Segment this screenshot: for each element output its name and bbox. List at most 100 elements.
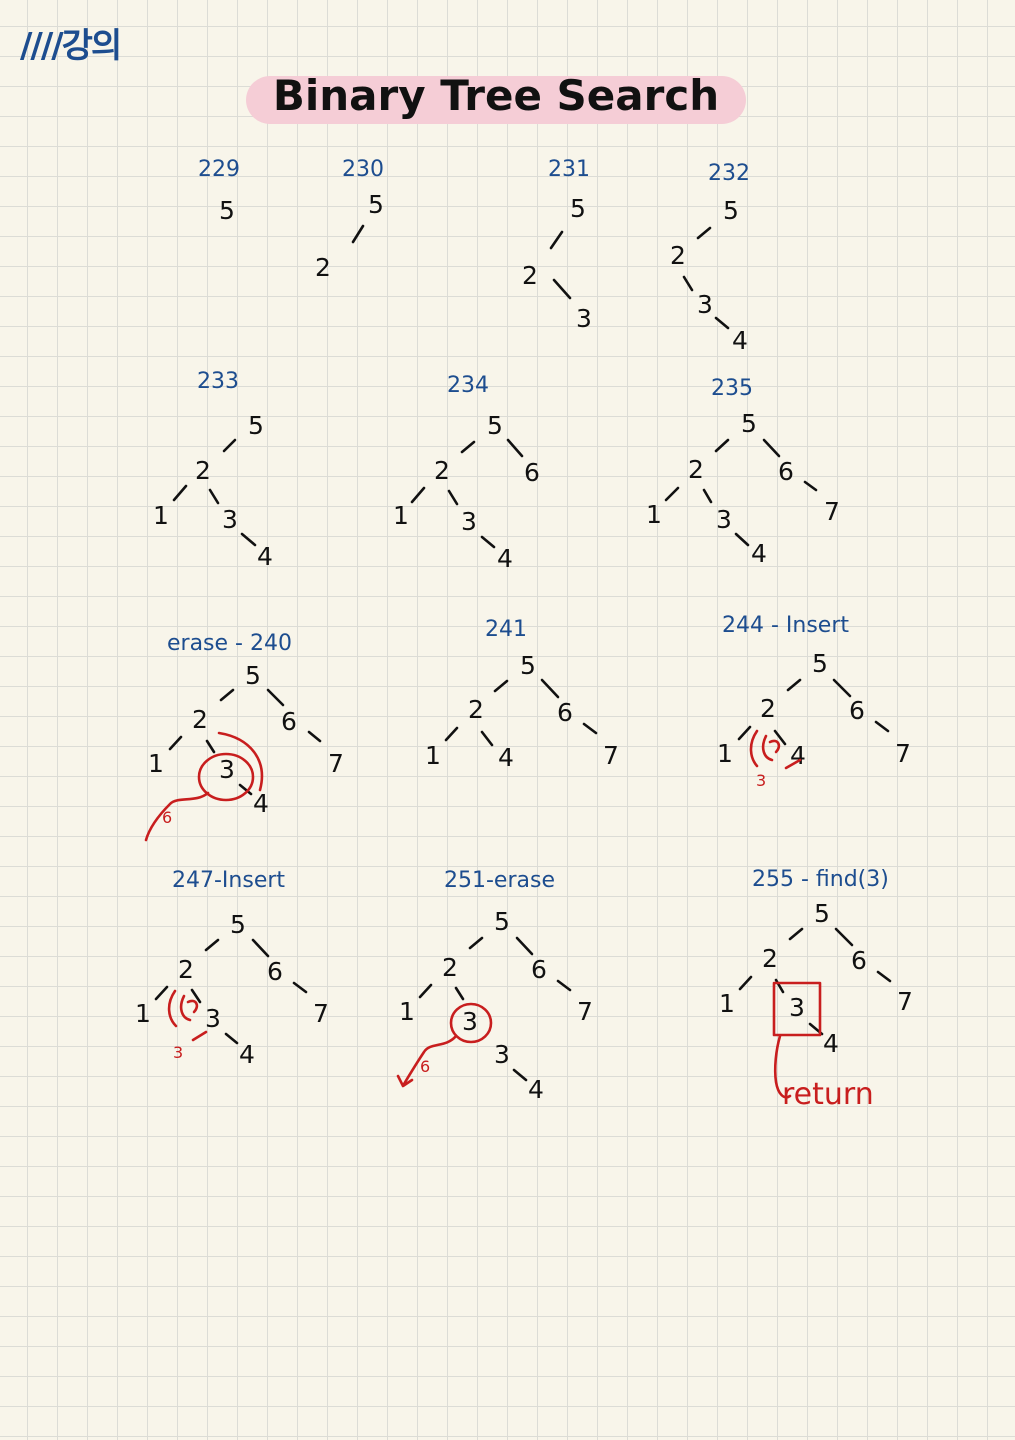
highlight-box [772,981,822,1037]
tree-node: 1 [135,999,151,1028]
tree-edge [834,927,854,947]
tree-edge [222,438,237,453]
tree-edge [714,438,730,453]
annotation-arc [768,739,781,754]
tree-node: 2 [195,456,211,485]
tree-edge [204,938,220,952]
tree-node: 4 [257,542,273,571]
tree-edge [876,970,892,983]
tree-node: 3 [205,1004,221,1033]
tree-node: 6 [267,957,283,986]
annotation-arrow [784,758,802,770]
tree-edge [251,938,270,958]
tree-node: 4 [497,544,513,573]
tree-label: 235 [711,376,753,401]
annotation-text: return [782,1077,874,1112]
tree-edge [714,316,730,330]
tree-edge [773,729,787,746]
tree-node: 2 [522,261,538,290]
tree-label: 231 [548,157,590,182]
tree-node: 2 [442,953,458,982]
tree-edge [512,1068,528,1082]
tree-node: 2 [762,944,778,973]
tree-label: 241 [485,617,527,642]
annotation-text: 6 [162,808,172,827]
tree-edge [737,725,752,741]
tree-node: 4 [528,1075,544,1104]
tree-231: 231 5 2 3 [522,157,592,333]
tree-node: 1 [719,989,735,1018]
annotation-arrowhead [396,1074,414,1088]
tree-node: 1 [148,749,164,778]
tree-node: 2 [670,241,686,270]
annotation-text: 3 [173,1043,183,1062]
tree-node: 2 [315,253,331,282]
tree-label: 234 [447,373,489,398]
tree-244-insert: 244 - Insert 5 2 6 7 1 4 3 [717,613,911,790]
tree-label: 244 - Insert [722,613,849,638]
tree-edge [154,985,169,1001]
tree-edge [190,988,202,1004]
tree-node: 2 [192,705,208,734]
tree-node: 7 [313,999,329,1028]
tree-230: 230 5 2 [315,157,384,282]
tree-node: 4 [732,326,748,355]
tree-edge [444,726,459,742]
tree-node: 2 [178,955,194,984]
tree-node: 4 [751,539,767,568]
tree-edge [803,480,818,492]
tree-edge [172,484,188,502]
tree-edge [556,979,572,992]
tree-label: 255 - find(3) [752,867,889,892]
tree-node: 7 [895,739,911,768]
tree-node: 2 [760,694,776,723]
tree-edge [480,535,496,549]
tree-edge [480,730,494,747]
tree-node: 3 [789,993,805,1022]
annotation-arrow [773,1034,792,1099]
tree-255-find: 255 - find(3) 5 2 6 7 1 3 4 return [719,867,913,1112]
tree-node: 5 [368,190,384,219]
tree-node: 7 [603,741,619,770]
tree-node: 1 [425,741,441,770]
tree-edge [702,488,713,504]
tree-edge [208,488,220,505]
tree-edge [696,226,712,240]
tree-edge [168,735,183,751]
tree-node: 6 [851,946,867,975]
tree-edge [540,678,560,699]
tree-node: 5 [494,907,510,936]
tree-node: 7 [577,997,593,1026]
tree-label: 232 [708,161,750,186]
tree-edge [240,532,257,547]
tree-erase-240: erase - 240 5 2 6 7 1 3 4 6 [144,631,344,842]
tree-edge [664,486,680,502]
tree-edge [832,678,852,698]
tree-node: 5 [520,651,536,680]
tree-edge [219,688,235,702]
tree-node: 3 [222,505,238,534]
tree-node: 7 [897,987,913,1016]
tree-node: 6 [778,457,794,486]
tree-241: 241 5 2 6 7 1 4 [425,617,619,772]
tree-node: 1 [399,997,415,1026]
tree-edge [292,981,308,994]
tree-node: 4 [239,1040,255,1069]
tree-edge [493,679,509,693]
tree-label: 233 [197,369,239,394]
tree-label: erase - 240 [167,631,292,656]
tree-node: 4 [253,789,269,818]
tree-edge [549,230,564,250]
annotation-arrow [144,791,210,842]
tree-node: 6 [281,707,297,736]
tree-node: 6 [849,696,865,725]
tree-edge [307,730,322,743]
tree-edge [552,278,572,300]
tree-edge [460,440,476,454]
annotation-arc [179,994,192,1022]
page-title: Binary Tree Search [272,71,720,120]
tree-edge [224,1032,239,1045]
tree-node: 1 [153,501,169,530]
tree-edge [874,720,890,733]
tree-edge [682,275,694,292]
